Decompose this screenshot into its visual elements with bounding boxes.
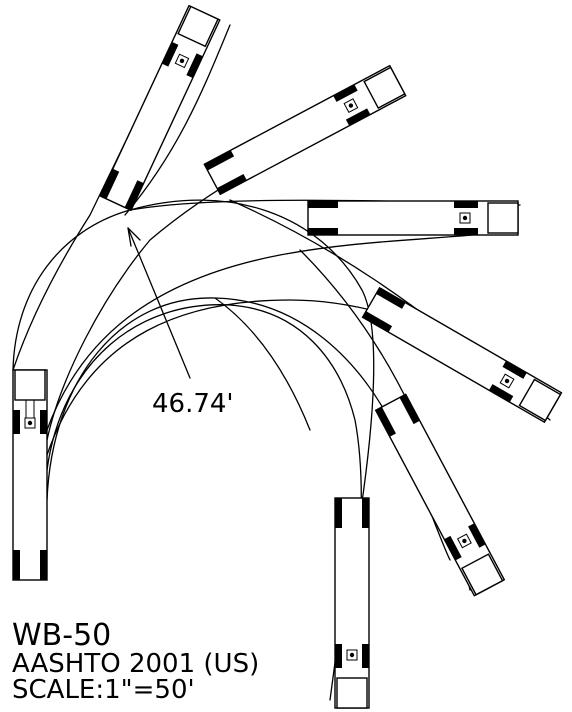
vehicle-name: WB-50 [12, 618, 111, 653]
standard-label: AASHTO 2001 (US) [12, 649, 259, 679]
dimension-leader: 46.74' [127, 227, 234, 419]
vehicle-positions [12, 4, 563, 709]
vehicle-position-5 [361, 286, 563, 424]
vehicle-position-6 [374, 393, 506, 597]
vehicle-position-7 [334, 497, 370, 709]
inner-arc-3 [46, 231, 506, 431]
dimension-label: 46.74' [152, 389, 234, 419]
title-block: WB-50 AASHTO 2001 (US) SCALE:1"=50' [12, 618, 259, 705]
outer-turning-arc [12, 199, 375, 701]
dimension-arrowhead [127, 227, 141, 247]
path-line-g [124, 24, 231, 216]
vehicle-position-1 [12, 369, 48, 581]
vehicle-position-3 [203, 64, 407, 196]
path-line-a [12, 59, 166, 371]
path-line-f [214, 297, 311, 431]
vehicle-position-4 [307, 200, 519, 236]
scale-label: SCALE:1"=50' [12, 675, 195, 705]
vehicle-position-2 [99, 4, 221, 212]
